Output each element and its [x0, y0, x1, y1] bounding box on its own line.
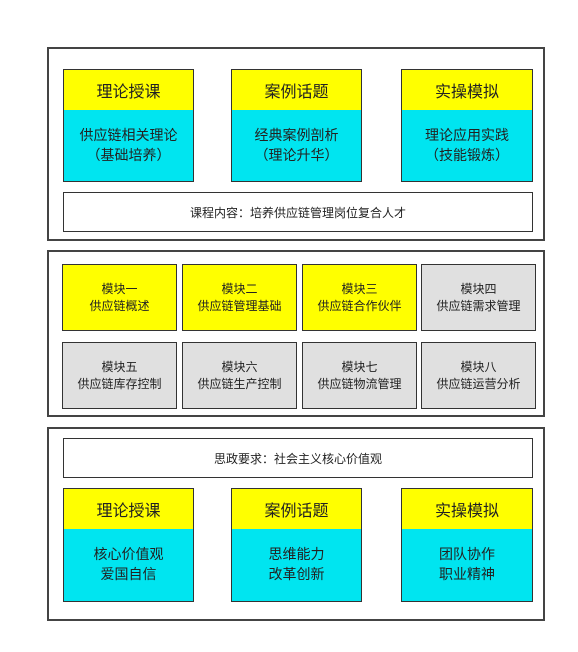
- module-subtitle: 供应链合作伙伴: [317, 298, 402, 313]
- module-5: 模块五 供应链库存控制: [62, 342, 177, 409]
- card-body: 思维能力 改革创新: [232, 529, 361, 601]
- bottom-card-practice: 实操模拟 团队协作 职业精神: [401, 488, 533, 602]
- module-subtitle: 供应链管理基础: [197, 298, 282, 313]
- course-content-bar: 课程内容：培养供应链管理岗位复合人才: [63, 192, 533, 232]
- module-2: 模块二 供应链管理基础: [182, 264, 297, 331]
- card-header: 案例话题: [232, 70, 361, 111]
- top-card-theory: 理论授课 供应链相关理论 （基础培养）: [63, 69, 194, 182]
- ideology-requirement-bar: 思政要求：社会主义核心价值观: [63, 438, 533, 478]
- module-8: 模块八 供应链运营分析: [421, 342, 536, 409]
- card-header: 案例话题: [232, 489, 361, 530]
- module-title: 模块一: [101, 281, 138, 296]
- top-card-practice: 实操模拟 理论应用实践 （技能锻炼）: [401, 69, 533, 182]
- module-title: 模块四: [460, 281, 497, 296]
- card-line: 理论应用实践: [425, 127, 509, 144]
- card-body: 经典案例剖析 （理论升华）: [232, 110, 361, 181]
- module-4: 模块四 供应链需求管理: [421, 264, 536, 331]
- card-body: 核心价值观 爱国自信: [64, 529, 193, 601]
- module-subtitle: 供应链需求管理: [436, 298, 521, 313]
- module-subtitle: 供应链物流管理: [317, 376, 402, 391]
- module-7: 模块七 供应链物流管理: [302, 342, 417, 409]
- bottom-card-theory: 理论授课 核心价值观 爱国自信: [63, 488, 194, 602]
- card-line: （基础培养）: [86, 147, 171, 164]
- card-header: 实操模拟: [402, 70, 532, 111]
- top-panel: 理论授课 供应链相关理论 （基础培养） 案例话题 经典案例剖析 （理论升华） 实…: [47, 47, 545, 241]
- top-card-case: 案例话题 经典案例剖析 （理论升华）: [231, 69, 362, 182]
- card-header: 理论授课: [64, 70, 193, 111]
- card-line: 核心价值观: [93, 547, 164, 563]
- bottom-panel: 思政要求：社会主义核心价值观 理论授课 核心价值观 爱国自信 案例话题 思维能力…: [47, 427, 545, 621]
- card-header: 理论授课: [64, 489, 193, 530]
- card-body: 团队协作 职业精神: [402, 529, 532, 601]
- module-6: 模块六 供应链生产控制: [182, 342, 297, 409]
- bottom-card-case: 案例话题 思维能力 改革创新: [231, 488, 362, 602]
- card-line: 职业精神: [439, 567, 495, 583]
- card-line: （技能锻炼）: [425, 147, 509, 164]
- card-line: 爱国自信: [100, 567, 157, 583]
- card-line: （理论升华）: [254, 147, 339, 164]
- card-line: 经典案例剖析: [254, 127, 339, 144]
- card-line: 供应链相关理论: [79, 127, 178, 144]
- module-subtitle: 供应链生产控制: [197, 376, 282, 391]
- module-title: 模块七: [341, 359, 378, 374]
- module-title: 模块三: [341, 281, 378, 296]
- module-title: 模块六: [221, 359, 258, 374]
- module-panel: 模块一 供应链概述 模块二 供应链管理基础 模块三 供应链合作伙伴 模块四 供应…: [47, 250, 545, 417]
- card-body: 供应链相关理论 （基础培养）: [64, 110, 193, 181]
- module-title: 模块二: [221, 281, 258, 296]
- card-header: 实操模拟: [402, 489, 532, 530]
- card-line: 团队协作: [439, 547, 495, 563]
- module-3: 模块三 供应链合作伙伴: [302, 264, 417, 331]
- card-line: 改革创新: [268, 567, 325, 583]
- module-title: 模块八: [460, 359, 497, 374]
- module-subtitle: 供应链概述: [89, 298, 150, 313]
- card-body: 理论应用实践 （技能锻炼）: [402, 110, 532, 181]
- module-subtitle: 供应链运营分析: [436, 376, 521, 391]
- card-line: 思维能力: [268, 547, 325, 563]
- module-1: 模块一 供应链概述: [62, 264, 177, 331]
- module-subtitle: 供应链库存控制: [77, 376, 162, 391]
- module-title: 模块五: [101, 359, 138, 374]
